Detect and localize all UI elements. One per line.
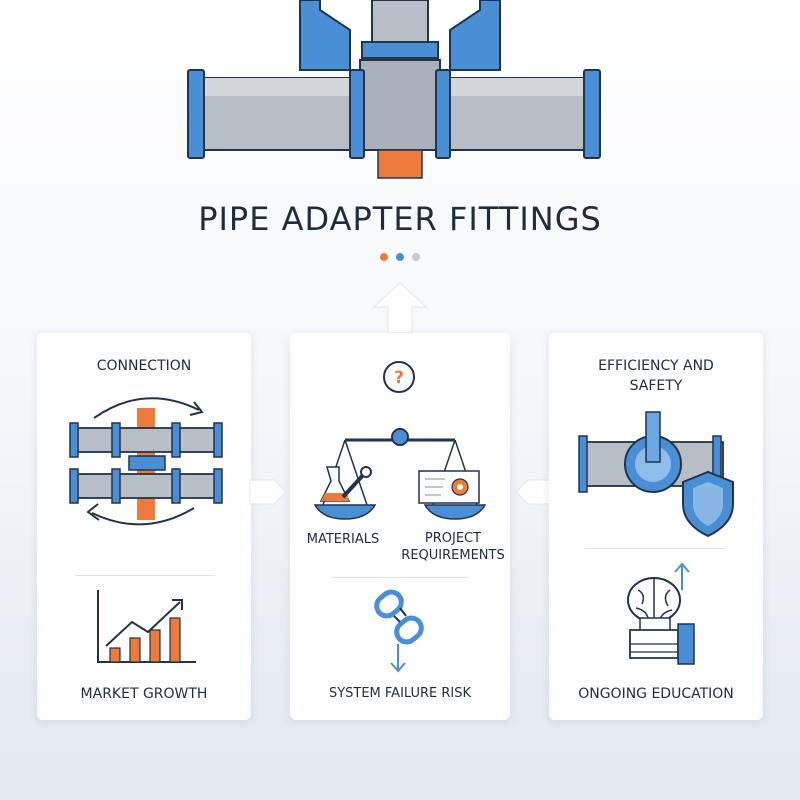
brain-book-icon	[627, 562, 695, 665]
card-connection	[37, 333, 251, 720]
card-left-bottom-label: MARKET GROWTH	[80, 686, 208, 702]
right-arrow-connector	[515, 479, 553, 505]
card-center-right-label: PROJECT REQUIREMENTS	[401, 531, 505, 563]
card-materials	[290, 333, 510, 720]
card-left-divider	[75, 575, 215, 576]
card-right-top-label: EFFICIENCY AND SAFETY	[598, 358, 714, 394]
balance-scale-icon	[313, 428, 487, 520]
pipe-water-shield-icon	[578, 411, 734, 538]
card-right-bottom-label: ONGOING EDUCATION	[578, 686, 734, 702]
header-pipe-illustration	[187, 0, 601, 179]
card-right-divider	[585, 548, 725, 549]
pipe-connection-icon	[69, 397, 223, 526]
svg-text:?: ?	[394, 368, 404, 388]
dot-3	[412, 253, 420, 261]
card-center-bottom-label: SYSTEM FAILURE RISK	[328, 686, 472, 701]
bar-chart-growth-icon	[97, 590, 196, 663]
card-center-divider	[330, 577, 470, 578]
card-left-top-label: CONNECTION	[96, 358, 192, 374]
dot-1	[380, 253, 388, 261]
left-arrow-connector	[249, 479, 287, 505]
broken-link-icon	[374, 589, 424, 673]
dot-2	[396, 253, 404, 261]
page-title: PIPE ADAPTER FITTINGS	[198, 200, 602, 238]
card-center-left-label: MATERIALS	[306, 532, 380, 547]
question-icon: ?	[383, 361, 415, 393]
